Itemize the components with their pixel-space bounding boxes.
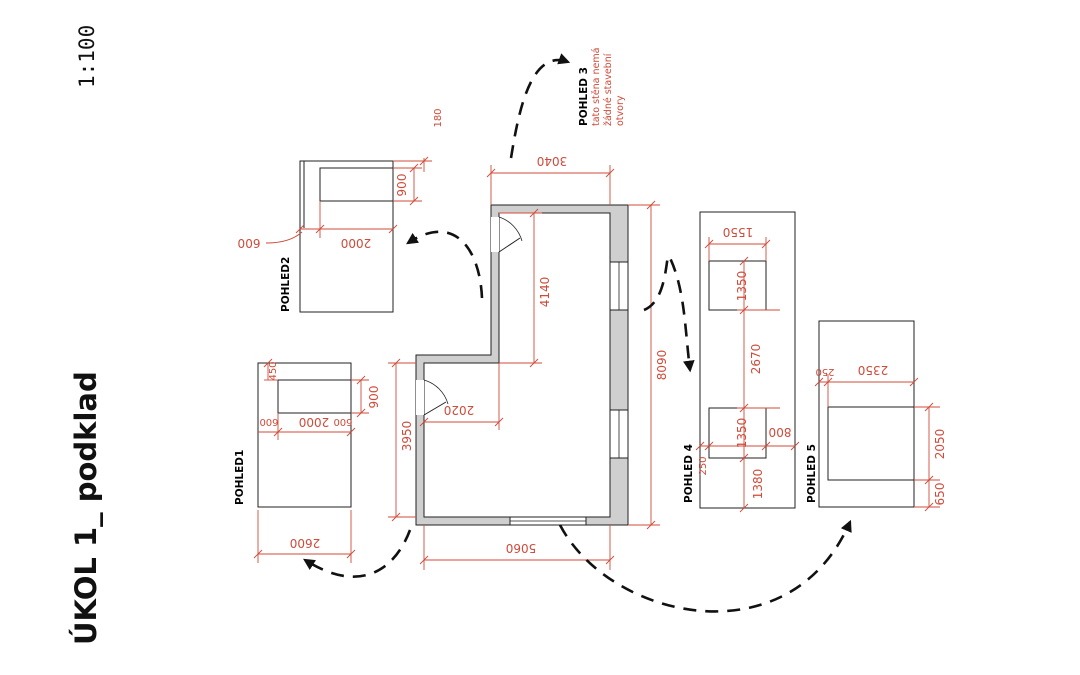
dim-inner-height: 4140	[538, 277, 552, 308]
dim-right-height: 8090	[655, 350, 669, 381]
dim-left-height: 3950	[400, 421, 414, 452]
view-pohled1: POHLED1 2600 2000 600 600 900 450	[234, 358, 381, 563]
arrow-to-pohled3	[509, 53, 571, 159]
dim-right: 800	[769, 425, 792, 439]
view-arrows	[303, 53, 852, 613]
dim-win1-height: 1350	[735, 271, 749, 302]
view-note-line: žádné stavební	[603, 53, 614, 126]
dim-window-width: 2000	[299, 415, 330, 429]
dim-step-width: 2020	[444, 403, 475, 417]
sheet-title: ÚKOL 1_ podklad	[69, 371, 103, 645]
dim-top-width: 3040	[537, 154, 568, 168]
dim-left: 250	[698, 456, 709, 475]
window	[609, 409, 629, 459]
dim-top-offset: 450	[268, 361, 279, 380]
dimensions	[814, 374, 940, 512]
dim-height: 2050	[933, 429, 947, 460]
dim-bottom: 1380	[751, 469, 765, 500]
view-pohled4: POHLED 4 1550 1350 2670 1350 1380 250	[683, 211, 800, 513]
dimensions	[265, 156, 432, 244]
dim-left: 250	[815, 366, 834, 377]
view-label: POHLED1	[234, 450, 246, 505]
arrow-to-pohled5	[558, 519, 852, 613]
dim-bottom-width: 5060	[506, 541, 537, 555]
floor-plan: 3040 8090 5060 3950 4140 2020	[388, 154, 669, 570]
view-label: POHLED2	[280, 257, 292, 312]
dim-win2-height: 1350	[735, 418, 749, 449]
wall-fill	[416, 205, 628, 525]
dim-sill: 650	[933, 483, 947, 506]
view-note-line: tato stěna nemá	[591, 48, 602, 126]
scale-label: 1:100	[75, 25, 99, 88]
door	[416, 379, 449, 416]
dim-side: 600	[238, 236, 261, 250]
view-label: POHLED 4	[683, 444, 695, 503]
view-label: POHLED 3	[578, 67, 590, 126]
door	[491, 216, 523, 253]
arrow-to-pohled2	[406, 230, 484, 299]
dim-window-height: 900	[395, 174, 409, 197]
dim-width: 1550	[723, 225, 754, 239]
view-note-line: otvory	[615, 95, 626, 126]
dimensions	[695, 237, 800, 513]
arrow-to-pohled4	[643, 254, 695, 373]
view-pohled2: POHLED2 2000 600 900 180	[238, 108, 444, 313]
dim-top-offset: 180	[433, 108, 444, 127]
dim-width: 2350	[858, 363, 889, 377]
window	[509, 516, 587, 526]
dim-window-width: 2000	[341, 236, 372, 250]
dim-window-height: 900	[367, 386, 381, 409]
view-pohled3: POHLED 3 tato stěna nemá žádné stavební …	[578, 48, 626, 126]
dim-width: 2600	[290, 536, 321, 550]
view-pohled5: POHLED 5 2350 250 2050 650	[806, 320, 947, 512]
dimensions	[253, 358, 369, 563]
window	[609, 261, 629, 311]
dim-right: 600	[333, 416, 352, 427]
view-label: POHLED 5	[806, 444, 818, 503]
dim-gap: 2670	[749, 344, 763, 375]
dim-left: 600	[259, 416, 278, 427]
dimensions	[388, 165, 660, 570]
